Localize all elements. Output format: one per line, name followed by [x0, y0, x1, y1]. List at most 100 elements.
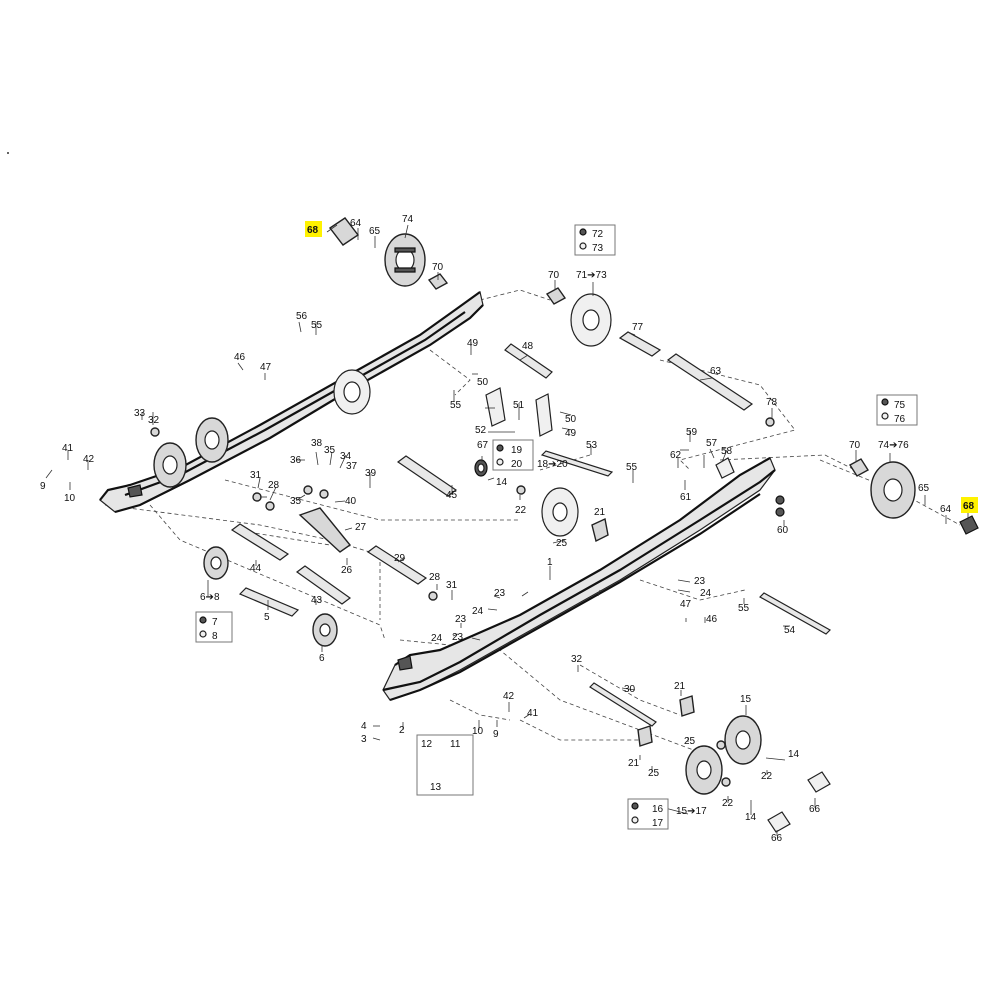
label-52[interactable]: 52: [475, 425, 487, 436]
label-9b[interactable]: 9: [493, 729, 499, 740]
label-31a[interactable]: 31: [250, 470, 262, 481]
label-35a[interactable]: 35: [324, 445, 336, 456]
label-8[interactable]: 8: [212, 631, 218, 642]
label-53[interactable]: 53: [586, 440, 598, 451]
label-22a[interactable]: 22: [515, 505, 527, 516]
label-49a[interactable]: 49: [467, 338, 479, 349]
label-21a[interactable]: 21: [594, 507, 606, 518]
label-28a[interactable]: 28: [268, 480, 280, 491]
label-35b[interactable]: 35: [290, 496, 302, 507]
label-32b[interactable]: 32: [571, 654, 583, 665]
label-77[interactable]: 77: [632, 322, 644, 333]
label-3[interactable]: 3: [361, 734, 367, 745]
label-1[interactable]: 1: [547, 557, 553, 568]
label-57[interactable]: 57: [706, 438, 718, 449]
label-6[interactable]: 6: [319, 653, 325, 664]
label-34[interactable]: 34: [340, 451, 352, 462]
label-50b[interactable]: 50: [565, 414, 577, 425]
label-21c[interactable]: 21: [628, 758, 640, 769]
label-78[interactable]: 78: [766, 397, 778, 408]
label-6to8[interactable]: 6➔8: [200, 592, 220, 603]
label-41a[interactable]: 41: [62, 443, 74, 454]
label-55a[interactable]: 55: [626, 462, 638, 473]
label-22b[interactable]: 22: [761, 771, 773, 782]
label-59[interactable]: 59: [686, 427, 698, 438]
label-47a[interactable]: 47: [260, 362, 272, 373]
label-49b[interactable]: 49: [565, 428, 577, 439]
label-17[interactable]: 17: [652, 818, 664, 829]
label-11[interactable]: 11: [450, 739, 461, 750]
label-64b[interactable]: 64: [940, 504, 952, 515]
label-31b[interactable]: 31: [446, 580, 458, 591]
label-68-top[interactable]: 68: [307, 225, 319, 236]
label-24c[interactable]: 24: [700, 588, 712, 599]
label-73[interactable]: 73: [592, 243, 604, 254]
label-70b[interactable]: 70: [548, 270, 560, 281]
label-23c[interactable]: 23: [452, 632, 464, 643]
label-38[interactable]: 38: [311, 438, 323, 449]
label-23b[interactable]: 23: [455, 614, 467, 625]
label-13[interactable]: 13: [430, 782, 442, 793]
label-65[interactable]: 65: [369, 226, 381, 237]
label-15to17[interactable]: 15➔17: [676, 806, 707, 817]
label-36[interactable]: 36: [290, 455, 302, 466]
label-66a[interactable]: 66: [809, 804, 821, 815]
label-66b[interactable]: 66: [771, 833, 783, 844]
label-25b[interactable]: 25: [684, 736, 696, 747]
label-55b[interactable]: 55: [450, 400, 462, 411]
label-12[interactable]: 12: [421, 739, 433, 750]
label-50a[interactable]: 50: [477, 377, 489, 388]
label-62[interactable]: 62: [670, 450, 682, 461]
label-42a[interactable]: 42: [83, 454, 95, 465]
label-14a[interactable]: 14: [496, 477, 508, 488]
label-63[interactable]: 63: [710, 366, 722, 377]
label-47b[interactable]: 47: [680, 599, 692, 610]
label-25c[interactable]: 25: [648, 768, 660, 779]
label-19[interactable]: 19: [511, 445, 523, 456]
label-55d[interactable]: 55: [738, 603, 750, 614]
label-21b[interactable]: 21: [674, 681, 686, 692]
label-23a[interactable]: 23: [494, 588, 506, 599]
label-25a[interactable]: 25: [556, 538, 568, 549]
label-24b[interactable]: 24: [431, 633, 443, 644]
label-46a[interactable]: 46: [234, 352, 246, 363]
label-28b[interactable]: 28: [429, 572, 441, 583]
label-54[interactable]: 54: [784, 625, 796, 636]
label-30[interactable]: 30: [624, 684, 636, 695]
label-74to76[interactable]: 74➔76: [878, 440, 909, 451]
label-75[interactable]: 75: [894, 400, 906, 411]
label-39[interactable]: 39: [365, 468, 377, 479]
label-70c[interactable]: 70: [849, 440, 861, 451]
label-7[interactable]: 7: [212, 617, 218, 628]
label-70[interactable]: 70: [432, 262, 444, 273]
label-23d[interactable]: 23: [694, 576, 706, 587]
label-33[interactable]: 33: [134, 408, 146, 419]
label-61[interactable]: 61: [680, 492, 692, 503]
label-74[interactable]: 74: [402, 214, 414, 225]
label-16[interactable]: 16: [652, 804, 664, 815]
label-45[interactable]: 45: [446, 490, 458, 501]
label-51[interactable]: 51: [513, 400, 525, 411]
label-14b[interactable]: 14: [788, 749, 800, 760]
label-22c[interactable]: 22: [722, 798, 734, 809]
label-29[interactable]: 29: [394, 553, 406, 564]
label-2[interactable]: 2: [399, 725, 405, 736]
label-64[interactable]: 64: [350, 218, 362, 229]
label-10b[interactable]: 10: [472, 726, 484, 737]
label-60[interactable]: 60: [777, 525, 789, 536]
label-55c[interactable]: 55: [311, 320, 323, 331]
label-44[interactable]: 44: [250, 563, 262, 574]
label-5[interactable]: 5: [264, 612, 270, 623]
label-40[interactable]: 40: [345, 496, 357, 507]
label-37[interactable]: 37: [346, 461, 358, 472]
label-56[interactable]: 56: [296, 311, 308, 322]
label-67[interactable]: 67: [477, 440, 489, 451]
label-48[interactable]: 48: [522, 341, 534, 352]
label-41b[interactable]: 41: [527, 708, 539, 719]
label-27[interactable]: 27: [355, 522, 367, 533]
label-18to20[interactable]: 18➔20: [537, 459, 568, 470]
label-15[interactable]: 15: [740, 694, 752, 705]
label-43[interactable]: 43: [311, 595, 323, 606]
label-42b[interactable]: 42: [503, 691, 515, 702]
label-24a[interactable]: 24: [472, 606, 484, 617]
